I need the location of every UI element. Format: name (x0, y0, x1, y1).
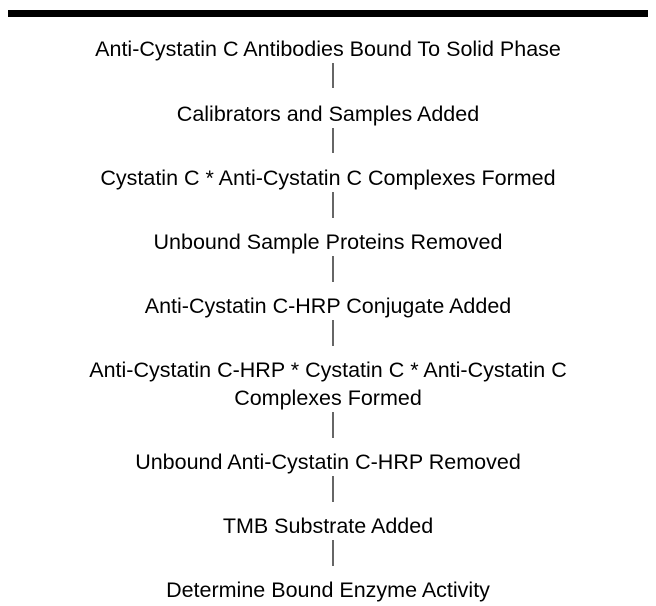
step-hrp-removed: Unbound Anti-Cystatin C-HRP Removed (0, 449, 656, 475)
step-sandwich-complex-line2: Complexes Formed (0, 385, 656, 411)
flowchart: Anti-Cystatin C Antibodies Bound To Soli… (0, 22, 656, 606)
step-complexes-formed: Cystatin C * Anti-Cystatin C Complexes F… (0, 165, 656, 191)
step-label: Unbound Anti-Cystatin C-HRP Removed (133, 450, 523, 474)
step-label: Anti-Cystatin C Antibodies Bound To Soli… (93, 37, 563, 61)
step-tmb-added: TMB Substrate Added (0, 513, 656, 539)
step-sandwich-complex-line1: Anti-Cystatin C-HRP * Cystatin C * Anti-… (0, 357, 656, 383)
step-proteins-removed: Unbound Sample Proteins Removed (0, 229, 656, 255)
step-conjugate-added: Anti-Cystatin C-HRP Conjugate Added (0, 293, 656, 319)
step-enzyme-activity: Determine Bound Enzyme Activity (0, 577, 656, 603)
step-label: Cystatin C * Anti-Cystatin C Complexes F… (98, 166, 558, 190)
step-label: Determine Bound Enzyme Activity (164, 578, 492, 602)
step-antibodies-bound: Anti-Cystatin C Antibodies Bound To Soli… (0, 36, 656, 62)
step-label: Anti-Cystatin C-HRP * Cystatin C * Anti-… (87, 358, 569, 382)
step-label: Unbound Sample Proteins Removed (151, 230, 505, 254)
connector-lines (332, 63, 334, 566)
top-rule (8, 10, 648, 17)
step-label: TMB Substrate Added (220, 514, 436, 538)
step-label: Complexes Formed (232, 386, 424, 410)
step-label: Calibrators and Samples Added (174, 102, 482, 126)
step-label: Anti-Cystatin C-HRP Conjugate Added (142, 294, 514, 318)
step-calibrators-added: Calibrators and Samples Added (0, 101, 656, 127)
